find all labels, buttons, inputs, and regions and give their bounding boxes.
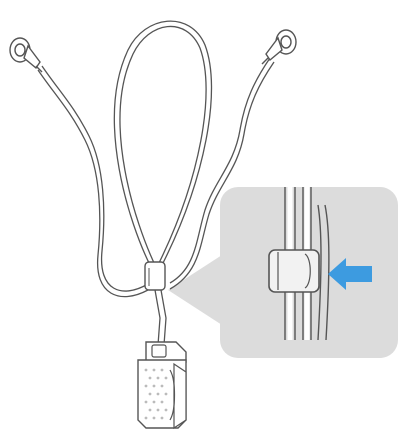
left-earbud-icon bbox=[9, 37, 43, 73]
callout-arrow-icon bbox=[328, 258, 372, 290]
cord-clip bbox=[144, 261, 166, 291]
callout-cord-clip bbox=[268, 249, 320, 293]
main-cord bbox=[154, 289, 167, 346]
neck-loop-cord bbox=[113, 20, 213, 266]
left-earbud-cord bbox=[37, 65, 149, 298]
player-device bbox=[137, 341, 187, 430]
callout-connector bbox=[168, 255, 222, 325]
right-earbud-cord bbox=[169, 57, 275, 290]
right-earbud-icon bbox=[261, 29, 297, 65]
